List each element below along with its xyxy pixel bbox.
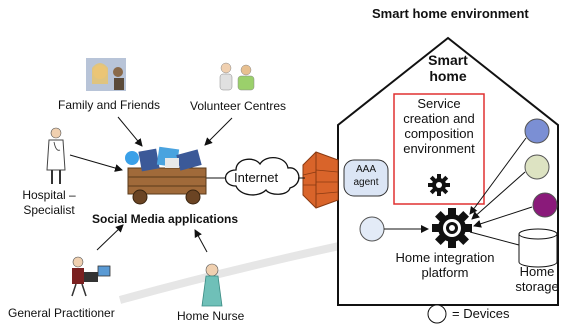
aaa-line2: agent <box>353 177 379 188</box>
firewall-icon <box>302 151 339 209</box>
service-line2: creation and <box>403 111 475 126</box>
legend-label: = Devices <box>452 306 510 321</box>
aaa-agent-box <box>343 159 389 197</box>
gp-label: General Practitioner <box>8 306 115 320</box>
arrow-family <box>117 116 143 147</box>
doctor-icon <box>46 127 66 184</box>
house-title: Smart home <box>426 52 470 84</box>
device-light-green <box>524 154 550 180</box>
storage-line2: storage <box>515 279 559 294</box>
integration-line2: platform <box>421 265 469 280</box>
service-line4: environment <box>403 141 475 156</box>
device-light-blue <box>359 216 385 242</box>
arrow-volunteer <box>204 117 233 146</box>
hospital-line2: Specialist <box>23 203 75 217</box>
arrow-nurse <box>194 229 208 253</box>
family-label: Family and Friends <box>58 98 161 112</box>
storage-label: Home storage <box>509 264 565 294</box>
volunteer-label: Volunteer Centres <box>190 99 287 113</box>
house-title-line2: home <box>429 68 467 84</box>
integration-label: Home integration platform <box>395 250 495 280</box>
integration-line1: Home integration <box>395 250 495 265</box>
legend-device-icon <box>427 304 447 324</box>
service-gear-icon <box>428 174 450 196</box>
internet-cloud <box>224 157 300 196</box>
aaa-line1: AAA <box>355 164 376 175</box>
device-blue <box>524 118 550 144</box>
service-line1: Service <box>417 96 461 111</box>
hospital-line1: Hospital – <box>22 188 76 202</box>
diagram-title: Smart home environment <box>372 6 529 21</box>
social-media-label: Social Media applications <box>92 212 239 226</box>
arrow-device-purple <box>473 206 533 228</box>
family-photo-icon <box>86 58 126 91</box>
integration-gear-icon <box>432 208 472 248</box>
internet-label: Internet <box>234 170 279 185</box>
arrow-hospital <box>69 154 123 172</box>
arrow-device-green <box>471 171 526 220</box>
hospital-label: Hospital – Specialist <box>14 188 84 218</box>
arrow-gp <box>96 224 124 251</box>
house-title-line1: Smart <box>428 52 468 68</box>
service-line3: composition <box>404 126 474 141</box>
volunteer-people-icon <box>219 62 255 91</box>
home-storage-cylinder <box>518 228 558 268</box>
nurse-label: Home Nurse <box>177 309 245 323</box>
link-gear-storage <box>469 231 520 246</box>
service-box-label: Service creation and composition environ… <box>395 96 483 156</box>
device-purple <box>532 192 558 218</box>
gp-icon <box>71 256 111 297</box>
social-media-wagon-icon <box>125 146 207 205</box>
nurse-icon <box>201 263 223 307</box>
aaa-label: AAA agent <box>344 163 388 189</box>
storage-line1: Home <box>519 264 555 279</box>
arrow-device-blue <box>469 137 527 215</box>
